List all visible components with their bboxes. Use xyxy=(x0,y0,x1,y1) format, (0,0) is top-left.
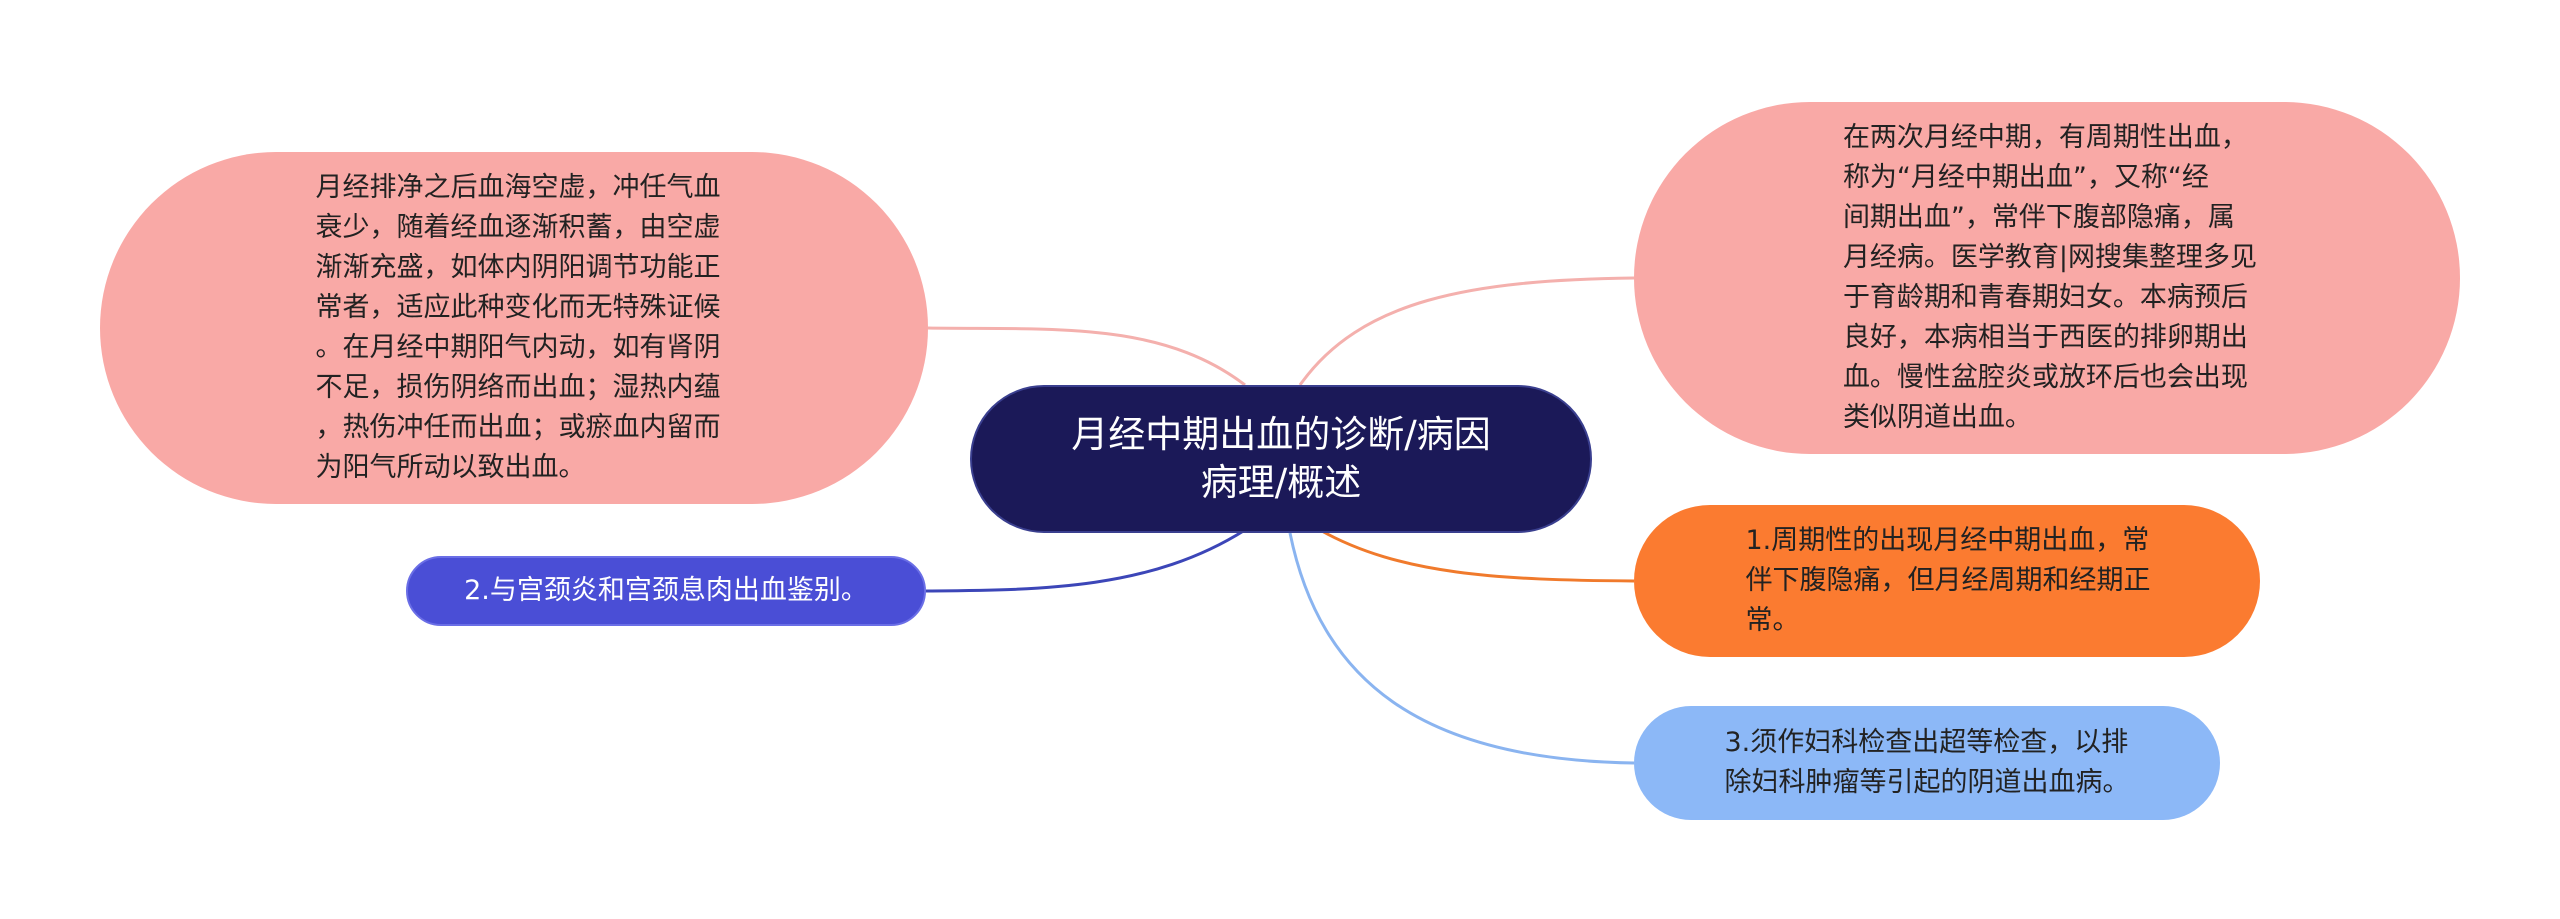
link-left-bottom xyxy=(925,528,1246,593)
right-top-topic-text: 在两次月经中期，有周期性出血， 称为“月经中期出血”，又称“经 间期出血”，常伴… xyxy=(1842,122,2258,433)
right-bottom-topic-text: 3.须作妇科检查出超等检查，以排 除妇科肿瘤等引起的阴道出血病。 xyxy=(1724,727,2130,798)
right-top-topic-node[interactable]: 在两次月经中期，有周期性出血， 称为“月经中期出血”，又称“经 间期出血”，常伴… xyxy=(1634,102,2460,454)
left-top-topic-node[interactable]: 月经排净之后血海空虚，冲任气血 衰少，随着经血逐渐积蓄，由空虚 渐渐充盛，如体内… xyxy=(100,152,928,504)
link-right-top xyxy=(1298,276,1635,386)
central-topic-node[interactable]: 月经中期出血的诊断/病因 病理/概述 xyxy=(970,385,1592,533)
central-topic-text: 月经中期出血的诊断/病因 病理/概述 xyxy=(1071,413,1491,504)
right-middle-topic-node[interactable]: 1.周期性的出现月经中期出血，常 伴下腹隐痛，但月经周期和经期正 常。 xyxy=(1634,505,2260,657)
link-right-mid xyxy=(1319,528,1635,583)
link-right-bottom xyxy=(1288,532,1635,765)
left-bottom-topic-node[interactable]: 2.与宫颈炎和宫颈息肉出血鉴别。 xyxy=(406,556,926,626)
right-middle-topic-text: 1.周期性的出现月经中期出血，常 伴下腹隐痛，但月经周期和经期正 常。 xyxy=(1745,525,2151,636)
left-bottom-topic-text: 2.与宫颈炎和宫颈息肉出血鉴别。 xyxy=(464,575,868,606)
right-bottom-topic-node[interactable]: 3.须作妇科检查出超等检查，以排 除妇科肿瘤等引起的阴道出血病。 xyxy=(1634,706,2220,820)
left-top-topic-text: 月经排净之后血海空虚，冲任气血 衰少，随着经血逐渐积蓄，由空虚 渐渐充盛，如体内… xyxy=(315,172,721,483)
link-left-top xyxy=(927,326,1246,387)
